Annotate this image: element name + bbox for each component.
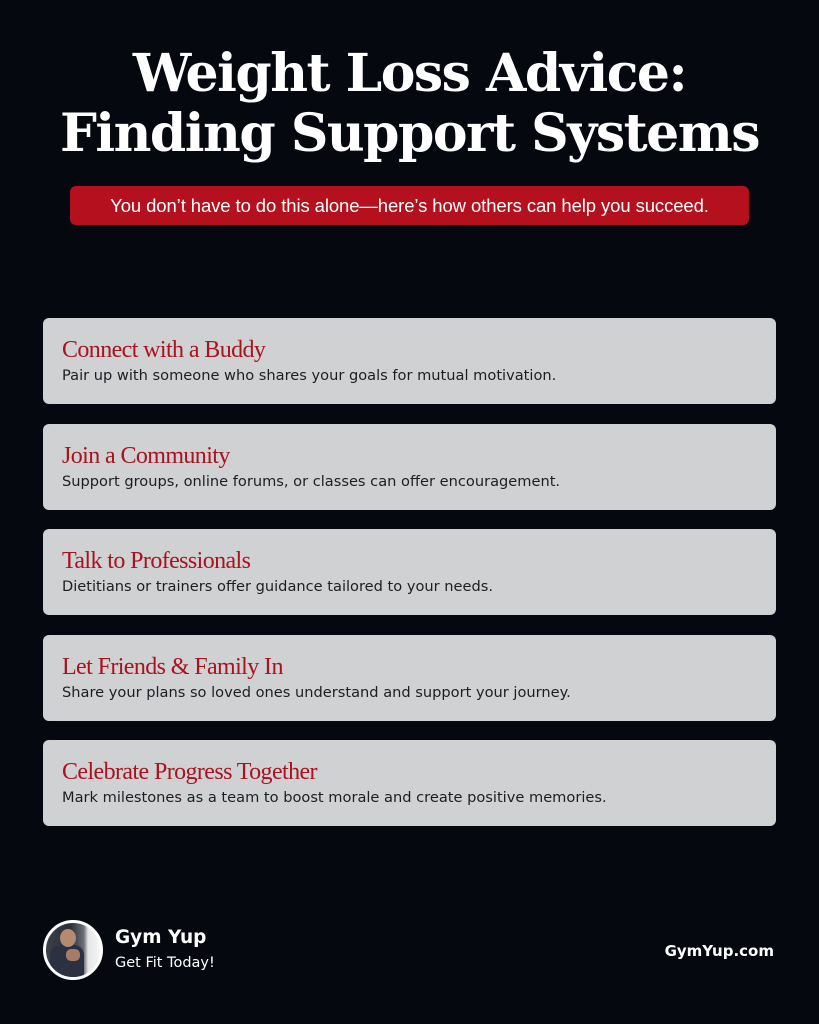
subtitle-text: You don’t have to do this alone—here’s h… [110, 194, 709, 216]
tip-description: Pair up with someone who shares your goa… [62, 367, 557, 384]
tip-card-community: Join a Community Support groups, online … [43, 423, 776, 510]
tip-description: Dietitians or trainers offer guidance ta… [62, 578, 494, 595]
tip-card-celebrate: Celebrate Progress Together Mark milesto… [43, 740, 776, 826]
page-title: Weight Loss Advice: Finding Support Syst… [0, 44, 819, 164]
tip-title: Connect with a Buddy [62, 337, 266, 363]
tip-title: Celebrate Progress Together [62, 759, 318, 785]
tip-title: Talk to Professionals [62, 548, 251, 574]
tip-description: Share your plans so loved ones understan… [62, 683, 571, 701]
tip-description: Support groups, online forums, or classe… [62, 472, 561, 490]
title-line-2: Finding Support Systems [59, 103, 761, 164]
footer-brand: Gym Yup Get Fit Today! [43, 920, 215, 980]
tip-card-professionals: Talk to Professionals Dietitians or trai… [43, 529, 776, 615]
brand-text: Gym Yup Get Fit Today! [115, 925, 215, 975]
avatar-person-head [60, 929, 76, 947]
tip-title: Join a Community [62, 442, 230, 469]
avatar [43, 920, 103, 980]
tips-list: Connect with a Buddy Pair up with someon… [43, 318, 776, 846]
tip-title: Let Friends & Family In [62, 653, 283, 680]
brand-tagline: Get Fit Today! [115, 955, 215, 971]
website-link[interactable]: GymYup.com [664, 942, 774, 960]
tip-card-buddy: Connect with a Buddy Pair up with someon… [43, 318, 776, 404]
tip-description: Mark milestones as a team to boost moral… [62, 789, 607, 806]
avatar-person-arm [66, 949, 80, 961]
subtitle-banner: You don’t have to do this alone—here’s h… [70, 186, 749, 225]
title-line-1: Weight Loss Advice: [132, 43, 688, 104]
brand-name: Gym Yup [115, 927, 207, 948]
tip-card-friends-family: Let Friends & Family In Share your plans… [43, 634, 776, 721]
